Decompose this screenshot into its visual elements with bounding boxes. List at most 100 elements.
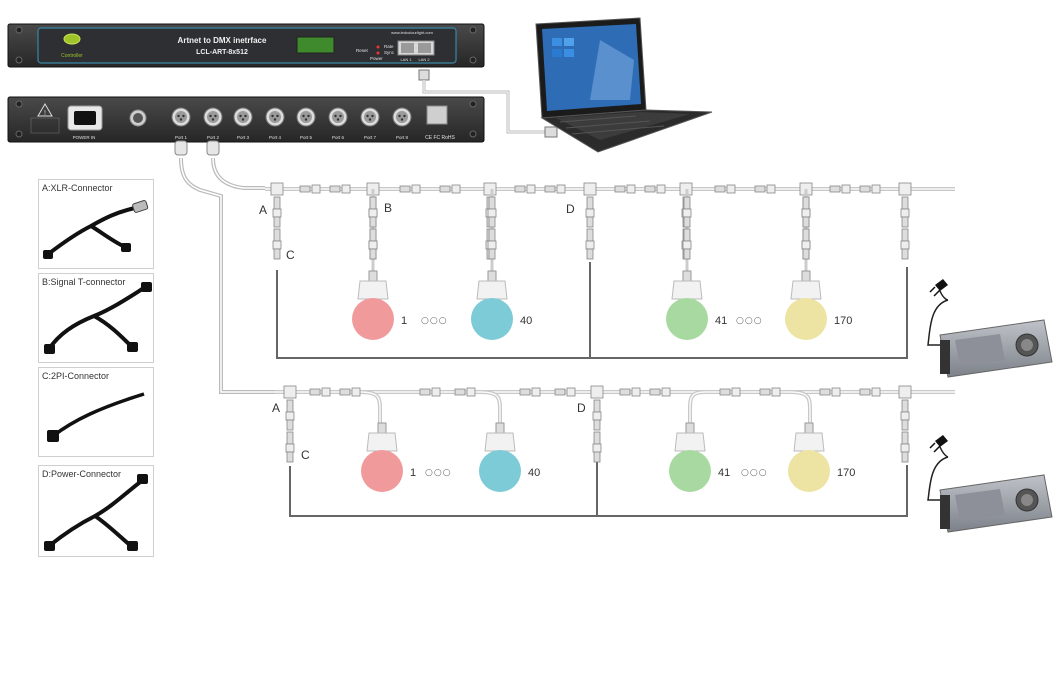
signal-t-connector [898, 182, 912, 260]
light-bulb-icon: 170 [788, 422, 855, 492]
xlr-connector-icon [43, 200, 149, 259]
power-in-label: POWER IN [73, 135, 96, 140]
bulb-number: 1 [410, 467, 416, 479]
row1-marker-a: A [259, 203, 267, 217]
legend-signal-t-connector: B:Signal T-connector [38, 273, 154, 363]
legend-2pi-connector: C:2PI-Connector [38, 367, 154, 457]
row1-circuit [265, 182, 955, 359]
signal-t-connector [898, 385, 912, 463]
lan1-label: LAN 1 [400, 57, 412, 62]
inline-connector [719, 387, 741, 397]
power-supply-2 [927, 435, 1053, 533]
inline-connector [614, 184, 636, 194]
inline-connector [454, 387, 476, 397]
inline-connector [514, 184, 536, 194]
light-bulb-icon: 41 [666, 189, 727, 340]
xlr-port-icon: Port 3 [233, 107, 253, 140]
inline-connector [309, 387, 331, 397]
power-label: Power [370, 56, 383, 61]
rate-label: Rate [384, 44, 394, 49]
inline-connector [554, 387, 576, 397]
light-bulb-icon: 1 [361, 422, 416, 492]
legend-power-connector: D:Power-Connector [38, 465, 154, 557]
bulb-number: 170 [837, 467, 855, 479]
inline-connector [544, 184, 566, 194]
legend-xlr-connector: A:XLR-Connector [38, 179, 154, 269]
xlr-port-icon: Port 4 [265, 107, 285, 140]
xlr-port-icon: Port 2 [203, 107, 223, 140]
row1-marker-d: D [566, 202, 575, 216]
light-bulb-icon: 40 [479, 422, 540, 492]
sync-label: Sync [384, 50, 395, 55]
inline-connector [339, 387, 361, 397]
xlr-port-icon: Port 7 [360, 107, 380, 140]
signal-t-connector [283, 385, 297, 463]
power-supply-1 [927, 279, 1053, 378]
ellipsis-dots: ○○○ [421, 316, 448, 326]
bulb-number: 1 [401, 315, 407, 327]
inline-connector [714, 184, 736, 194]
xlr-port-icon: Port 8 [392, 107, 412, 140]
inline-connector [859, 184, 881, 194]
2pi-connector-icon [47, 392, 145, 442]
port-label: Port 7 [364, 135, 377, 140]
brand-logo-icon [63, 33, 81, 45]
inline-connector [519, 387, 541, 397]
certification-text: CE FC RoHS [425, 135, 455, 141]
signal-t-connector [270, 182, 284, 260]
inline-connector [399, 184, 421, 194]
controller-title: Artnet to DMX inetrface [178, 36, 267, 45]
controller-front-panel: Controller Artnet to DMX inetrface LCL-A… [7, 23, 485, 68]
light-bulb-icon: 40 [471, 189, 532, 340]
legend-label: D:Power-Connector [42, 469, 122, 479]
xlr-port-icon: Port 6 [328, 107, 348, 140]
bulb-number: 40 [520, 315, 532, 327]
row2-marker-d: D [577, 401, 586, 415]
port-label: Port 3 [237, 135, 250, 140]
inline-connector [644, 184, 666, 194]
light-bulb-icon: 41 [669, 422, 730, 492]
xlr-port-icon: Port 5 [296, 107, 316, 140]
bulb-number: 41 [718, 467, 730, 479]
logo-text: Controller [61, 53, 83, 59]
power-connector-icon [44, 474, 148, 551]
signal-t-connector-icon [44, 282, 152, 354]
laptop-icon [535, 17, 713, 153]
svg-text:!: ! [44, 110, 46, 117]
lcd-display [296, 36, 335, 54]
lan2-label: LAN 2 [418, 57, 430, 62]
row2-marker-c: C [301, 448, 310, 462]
inline-connector [649, 387, 671, 397]
warning-icon [37, 103, 53, 117]
inline-connector [329, 184, 351, 194]
row2-marker-a: A [272, 401, 280, 415]
signal-t-connector [583, 182, 597, 260]
port-label: Port 1 [175, 135, 188, 140]
port-label: Port 2 [207, 135, 220, 140]
website-text: www.ledcolourlight.com [391, 30, 433, 35]
ellipsis-dots: ○○○ [425, 468, 452, 478]
legend-label: A:XLR-Connector [42, 183, 113, 193]
row1-marker-c: C [286, 248, 295, 262]
controller-rear-panel: ! POWER IN CE FC RoHS Port 1 Port 2 Port 3… [7, 96, 485, 143]
inline-connector [619, 387, 641, 397]
ellipsis-dots: ○○○ [741, 468, 768, 478]
bulb-number: 40 [528, 467, 540, 479]
xlr-port-icon: Port 1 [171, 107, 191, 140]
port-label: Port 4 [269, 135, 282, 140]
inline-connector [759, 387, 781, 397]
light-bulb-icon: 170 [785, 189, 852, 340]
legend-label: B:Signal T-connector [42, 277, 126, 287]
port-label: Port 6 [332, 135, 345, 140]
bulb-number: 170 [834, 315, 852, 327]
inline-connector [754, 184, 776, 194]
inline-connector [419, 387, 441, 397]
signal-t-connector [590, 385, 604, 463]
inline-connector [299, 184, 321, 194]
row2-circuit [275, 385, 955, 517]
inline-connector [819, 387, 841, 397]
bulb-number: 41 [715, 315, 727, 327]
controller-model: LCL-ART-8x512 [196, 49, 248, 56]
row1-marker-b: B [384, 201, 392, 215]
